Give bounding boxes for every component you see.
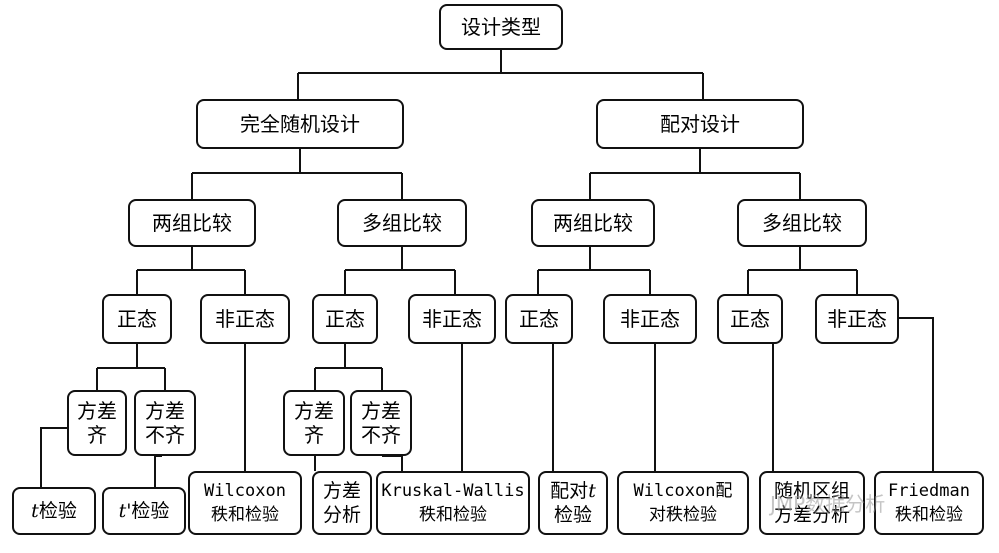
node-cr-two-non-normal: 非正态	[200, 294, 290, 344]
node-paired-multi-non-normal: 非正态	[815, 294, 899, 344]
node-paired-multi-normal: 正态	[717, 294, 783, 344]
leaf-wilcoxon-signed-rank: Wilcoxon配 对秩检验	[617, 471, 749, 535]
node-cr-multi-normal: 正态	[312, 294, 378, 344]
node-cr-multi-unequal-variance: 方差 不齐	[350, 390, 412, 456]
watermark-text: JMP数据分析	[770, 492, 886, 516]
leaf-wilcoxon-rank-sum: Wilcoxon 秩和检验	[188, 471, 302, 535]
node-cr-multi-equal-variance: 方差 齐	[283, 390, 345, 456]
leaf-t-test-label: 检验	[38, 500, 77, 522]
node-cr-two-unequal-variance: 方差 不齐	[134, 390, 196, 456]
leaf-paired-t-test: 配对t 检验	[538, 471, 608, 535]
root-node-design-type: 设计类型	[439, 4, 563, 50]
leaf-anova: 方差 分析	[312, 471, 372, 535]
leaf-paired-t-line2: 检验	[553, 504, 592, 526]
node-cr-multi-group-comparison: 多组比较	[337, 199, 467, 247]
node-paired-two-non-normal: 非正态	[603, 294, 697, 344]
node-paired-two-normal: 正态	[505, 294, 573, 344]
leaf-paired-t-line1: 配对t	[550, 480, 596, 502]
node-cr-multi-non-normal: 非正态	[408, 294, 496, 344]
leaf-randomized-block-anova: 随机区组 方差分析	[759, 471, 865, 535]
node-paired-design: 配对设计	[596, 99, 804, 149]
leaf-kruskal-wallis: Kruskal-Wallis 秩和检验	[376, 471, 530, 535]
leaf-t-test-symbol: t	[31, 500, 39, 522]
node-paired-multi-group-comparison: 多组比较	[737, 199, 867, 247]
leaf-t-prime-test: t' 检验	[102, 487, 186, 535]
node-paired-two-group-comparison: 两组比较	[531, 199, 655, 247]
node-completely-random-design: 完全随机设计	[196, 99, 404, 149]
node-cr-two-normal: 正态	[102, 294, 172, 344]
leaf-friedman: Friedman 秩和检验	[874, 471, 984, 535]
leaf-t-prime-symbol: t'	[118, 500, 132, 522]
leaf-t-prime-label: 检验	[131, 500, 170, 522]
node-cr-two-group-comparison: 两组比较	[128, 199, 256, 247]
node-cr-two-equal-variance: 方差 齐	[67, 390, 127, 456]
